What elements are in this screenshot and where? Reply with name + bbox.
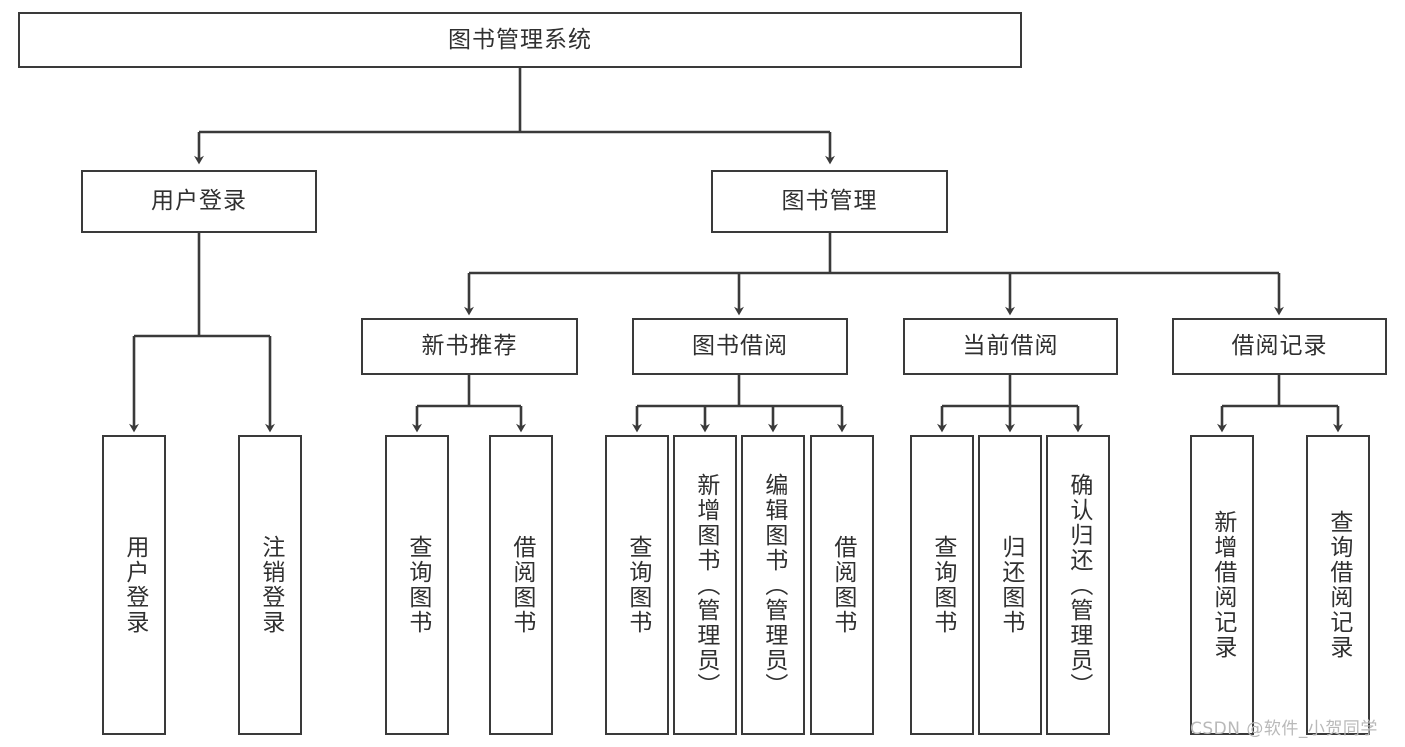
node-new-book-recommend-label: 新书推荐: [421, 333, 518, 360]
node-borrow-record[interactable]: 借阅记录: [1172, 318, 1387, 375]
leaf-borrow-query-book-label: 查询图书: [624, 535, 651, 635]
node-current-borrow-label: 当前借阅: [962, 333, 1059, 360]
node-current-borrow[interactable]: 当前借阅: [903, 318, 1118, 375]
leaf-user-login-signout[interactable]: 注销登录: [238, 435, 302, 735]
leaf-borrow-borrow-book[interactable]: 借阅图书: [810, 435, 874, 735]
leaf-borrow-edit-book[interactable]: 编辑图书（管理员）: [741, 435, 805, 735]
node-book-management-label: 图书管理: [781, 188, 878, 215]
csdn-watermark: CSDN @软件_小贺同学: [1190, 719, 1378, 739]
node-book-borrow[interactable]: 图书借阅: [632, 318, 848, 375]
leaf-user-login-signin[interactable]: 用户登录: [102, 435, 166, 735]
leaf-record-add[interactable]: 新增借阅记录: [1190, 435, 1254, 735]
node-new-book-recommend[interactable]: 新书推荐: [361, 318, 578, 375]
leaf-new-book-query[interactable]: 查询图书: [385, 435, 449, 735]
leaf-record-query[interactable]: 查询借阅记录: [1306, 435, 1370, 735]
leaf-user-login-signout-label: 注销登录: [257, 535, 284, 635]
node-root[interactable]: 图书管理系统: [18, 12, 1022, 68]
leaf-current-return-book-label: 归还图书: [997, 535, 1024, 635]
node-book-borrow-label: 图书借阅: [692, 333, 788, 360]
leaf-current-confirm-return-label: 确认归还（管理员）: [1065, 472, 1092, 698]
leaf-borrow-query-book[interactable]: 查询图书: [605, 435, 669, 735]
leaf-user-login-signin-label: 用户登录: [121, 535, 148, 635]
leaf-borrow-add-book-label: 新增图书（管理员）: [692, 472, 719, 698]
leaf-record-add-label: 新增借阅记录: [1209, 510, 1236, 660]
leaf-borrow-edit-book-label: 编辑图书（管理员）: [760, 472, 787, 698]
node-borrow-record-label: 借阅记录: [1231, 333, 1328, 360]
leaf-borrow-borrow-book-label: 借阅图书: [829, 535, 856, 635]
leaf-current-query-book-label: 查询图书: [929, 535, 956, 635]
node-book-management[interactable]: 图书管理: [711, 170, 948, 233]
leaf-current-confirm-return[interactable]: 确认归还（管理员）: [1046, 435, 1110, 735]
node-user-login-label: 用户登录: [151, 188, 247, 215]
leaf-new-book-borrow[interactable]: 借阅图书: [489, 435, 553, 735]
leaf-new-book-query-label: 查询图书: [404, 535, 431, 635]
node-user-login[interactable]: 用户登录: [81, 170, 317, 233]
leaf-current-return-book[interactable]: 归还图书: [978, 435, 1042, 735]
leaf-record-query-label: 查询借阅记录: [1325, 510, 1352, 660]
leaf-borrow-add-book[interactable]: 新增图书（管理员）: [673, 435, 737, 735]
node-root-label: 图书管理系统: [448, 26, 592, 53]
leaf-current-query-book[interactable]: 查询图书: [910, 435, 974, 735]
leaf-new-book-borrow-label: 借阅图书: [508, 535, 535, 635]
